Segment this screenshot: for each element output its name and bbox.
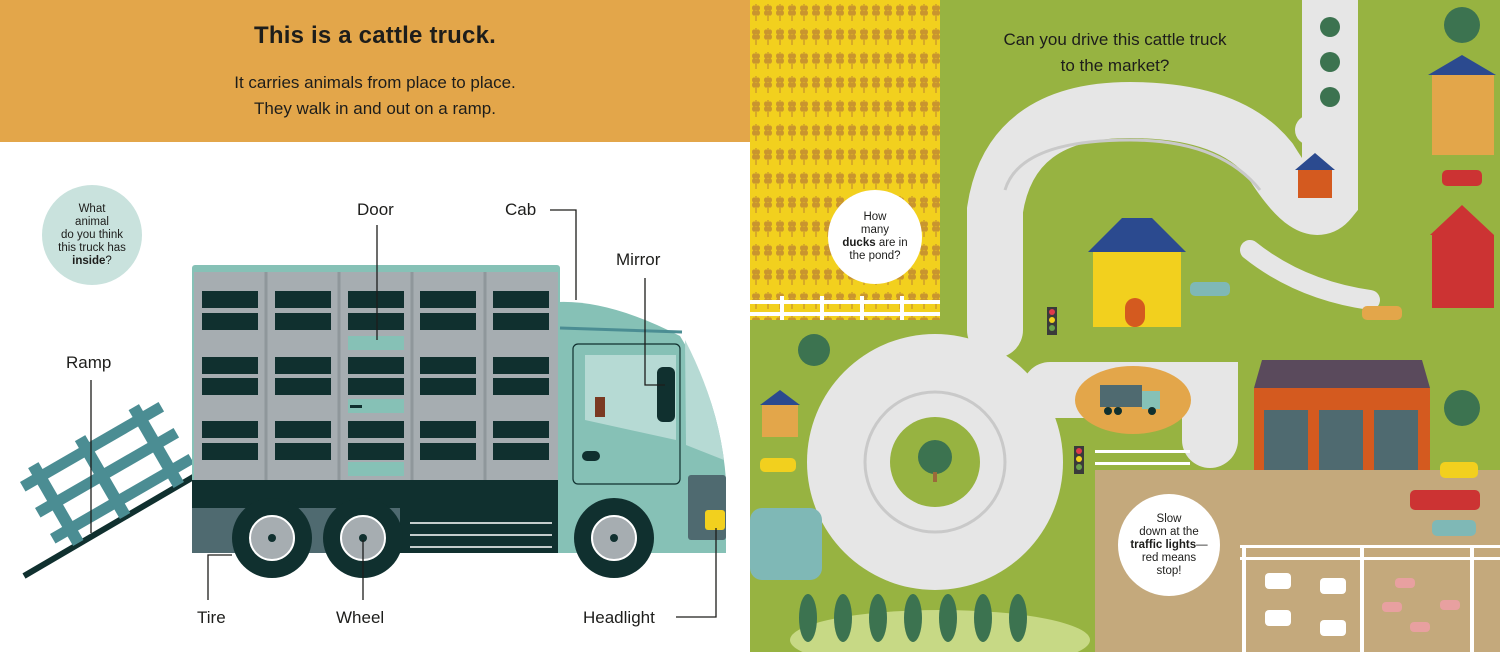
- yellow-house: [1088, 218, 1186, 327]
- label-cab: Cab: [505, 200, 537, 219]
- label-headlight: Headlight: [583, 608, 655, 627]
- wheels: [232, 498, 654, 578]
- tree-row: [799, 594, 1027, 642]
- label-mirror: Mirror: [616, 250, 661, 269]
- truck-cab: [558, 301, 726, 553]
- houses-right: [760, 55, 1496, 437]
- label-leader-lines: [90, 209, 717, 618]
- right-page: Can you drive this cattle truck to the m…: [750, 0, 1500, 652]
- question-bubble-animal: What animal do you think this truck has …: [42, 185, 142, 285]
- mini-truck-icon: [1100, 385, 1160, 415]
- label-ramp: Ramp: [66, 353, 112, 372]
- barn: [1254, 360, 1430, 470]
- cage-door: [348, 336, 404, 476]
- label-wheel: Wheel: [336, 608, 385, 627]
- subtitle-line-2: They walk in and out on a ramp.: [254, 99, 496, 118]
- headlight-icon: [705, 510, 725, 530]
- traffic-light-icon: [1047, 307, 1084, 474]
- cows: [1265, 573, 1346, 636]
- mirror-icon: [657, 367, 675, 422]
- field-fence: [750, 296, 940, 320]
- label-tire: Tire: [197, 608, 226, 627]
- cattle-cage: [192, 265, 560, 485]
- fences: [1095, 450, 1500, 652]
- question-bubble-traffic: Slow down at the traffic lights— red mea…: [1118, 494, 1220, 596]
- map-question-line-2: to the market?: [1060, 56, 1170, 75]
- page-title: This is a cattle truck.: [253, 22, 497, 49]
- pond: [750, 508, 822, 580]
- subtitle-line-1: It carries animals from place to place.: [234, 73, 516, 92]
- cars: [760, 170, 1482, 536]
- cattle-truck-illustration: [20, 209, 726, 618]
- map-question-line-1: Can you drive this cattle truck: [1003, 30, 1227, 49]
- pigs: [1382, 578, 1460, 632]
- map-illustration: [750, 0, 1500, 652]
- ramp-icon: [20, 402, 197, 579]
- header-band: [0, 0, 750, 142]
- question-bubble-ducks: How many ducks are in the pond?: [828, 190, 922, 284]
- left-page: This is a cattle truck. It carries anima…: [0, 0, 750, 627]
- label-door: Door: [357, 200, 394, 219]
